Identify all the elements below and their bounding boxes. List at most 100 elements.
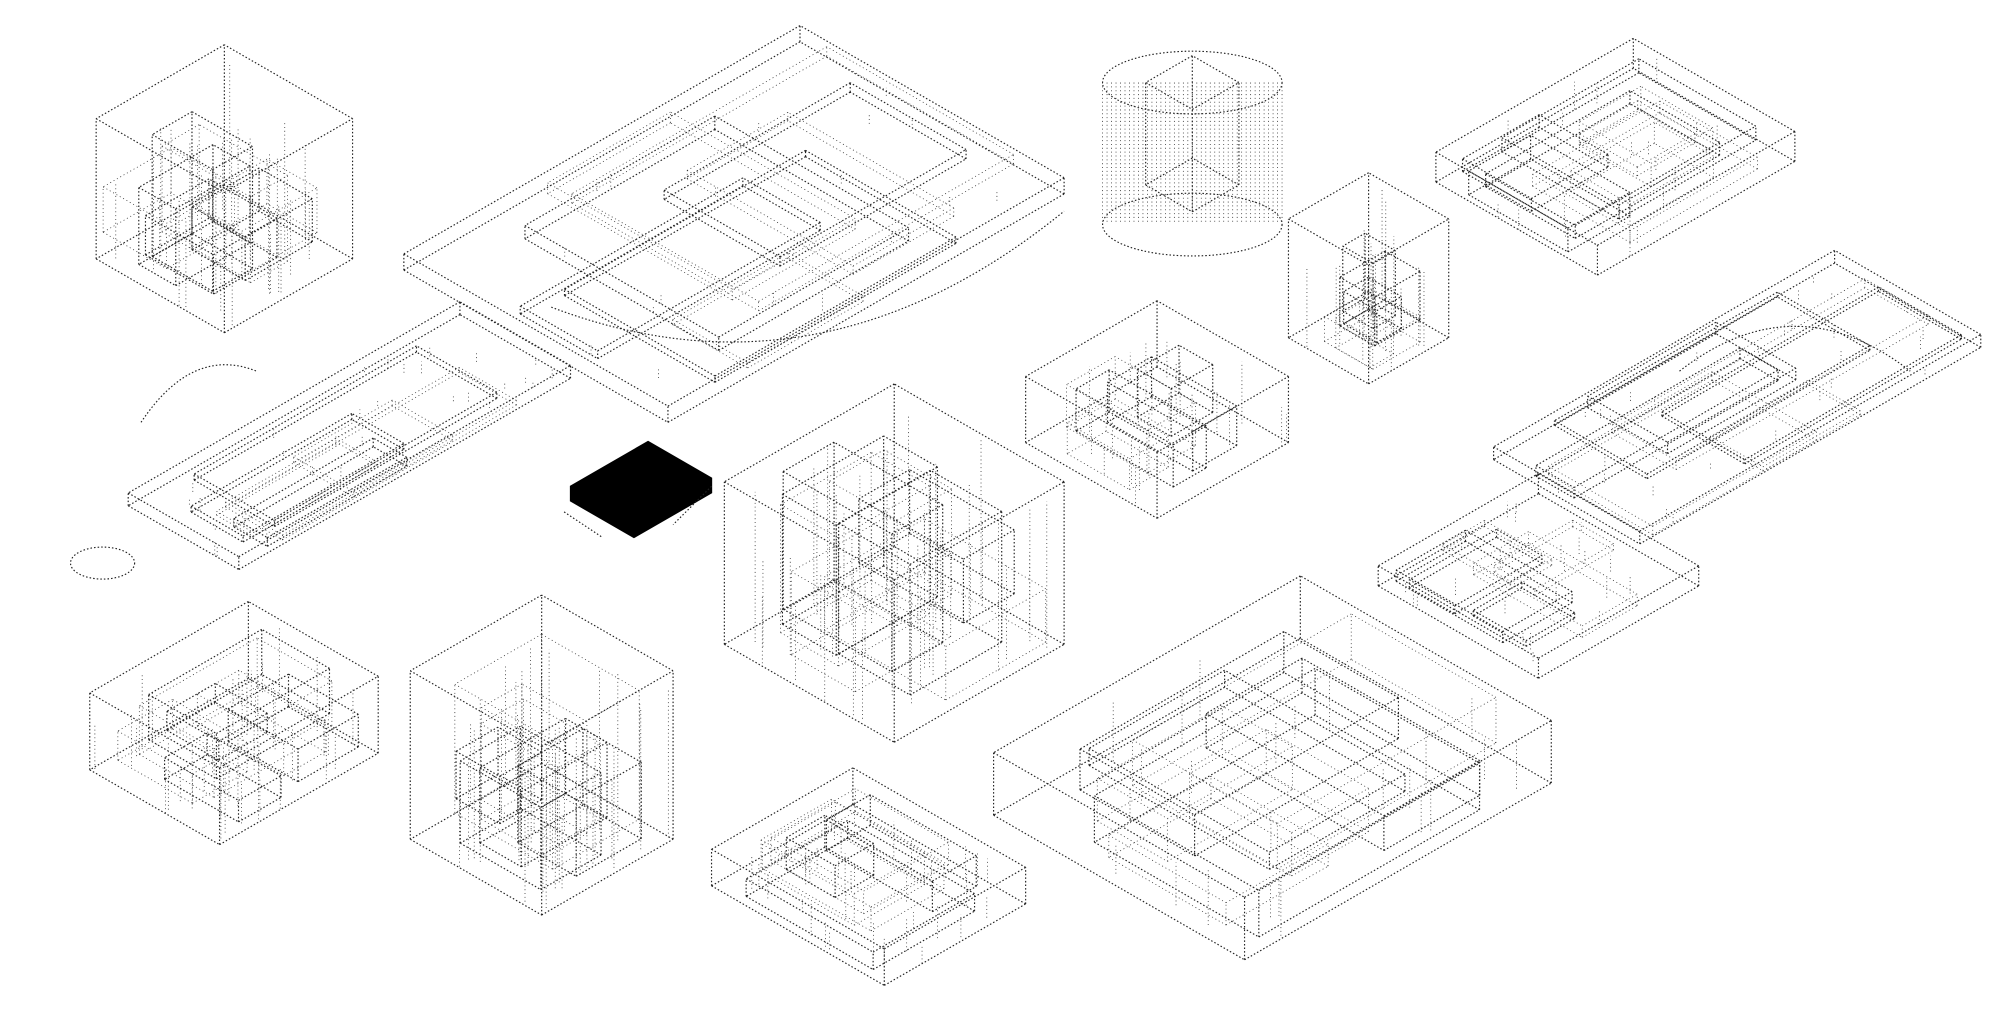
wireframe-box bbox=[519, 177, 821, 360]
wireframe-box bbox=[825, 794, 977, 913]
wireframe-box bbox=[1395, 529, 1573, 644]
wireframe-box bbox=[710, 767, 1027, 986]
wireframe-box bbox=[117, 699, 248, 804]
wireframe-box bbox=[1493, 249, 1982, 545]
wireframe-box bbox=[760, 798, 925, 926]
wireframe-box bbox=[1377, 473, 1700, 679]
wireframe-box bbox=[1205, 657, 1481, 851]
building-bottom-second bbox=[409, 594, 674, 916]
wireframe-box bbox=[1532, 100, 1758, 243]
wireframe-box bbox=[196, 669, 326, 777]
building-long-bar bbox=[69, 301, 572, 580]
structural-columns bbox=[115, 64, 310, 326]
wireframe-box bbox=[672, 252, 864, 369]
wireframe-box bbox=[823, 518, 1047, 701]
wireframe-box bbox=[1442, 520, 1553, 590]
structural-columns bbox=[754, 415, 1048, 719]
wireframe-box bbox=[225, 367, 517, 541]
wireframe-box bbox=[1324, 288, 1421, 370]
wireframe-box bbox=[455, 726, 543, 825]
wireframe-box bbox=[151, 111, 254, 292]
wireframe-box bbox=[1473, 531, 1638, 638]
wireframe-box bbox=[1145, 55, 1240, 213]
wireframe-box bbox=[1472, 581, 1576, 647]
wireframe-box bbox=[479, 717, 608, 868]
cylinder-base bbox=[1101, 192, 1283, 257]
wireframe-box bbox=[563, 149, 957, 383]
structural-columns bbox=[751, 796, 988, 971]
wireframe-box bbox=[1553, 291, 1871, 480]
curved-wall bbox=[551, 210, 1065, 343]
building-tall-center bbox=[723, 383, 1065, 743]
wireframe-box bbox=[1461, 114, 1609, 212]
wireframe-box bbox=[723, 383, 1065, 743]
building-gabled-house bbox=[1025, 300, 1290, 519]
wireframe-box bbox=[293, 399, 453, 498]
solid-massing bbox=[569, 440, 713, 539]
wireframe-box bbox=[1066, 400, 1169, 490]
wireframe-box bbox=[89, 600, 379, 846]
wireframe-box bbox=[1408, 528, 1543, 615]
structural-columns bbox=[459, 647, 669, 908]
wireframe-box bbox=[571, 46, 1014, 312]
wireframe-box bbox=[858, 469, 1015, 624]
wireframe-box bbox=[193, 345, 498, 527]
building-tower-top-left bbox=[95, 44, 354, 334]
structural-columns bbox=[1089, 341, 1287, 504]
wireframe-box bbox=[781, 435, 939, 656]
wireframe-box bbox=[1096, 705, 1293, 862]
building-flat-courtyard bbox=[993, 575, 1552, 961]
wireframe-box bbox=[102, 147, 235, 270]
wireframe-box bbox=[138, 144, 251, 287]
wireframe-box bbox=[517, 728, 642, 877]
building-right-mid bbox=[1377, 473, 1700, 679]
building-slim-tower bbox=[1287, 172, 1450, 385]
curved-wall bbox=[140, 364, 257, 423]
curved-wall bbox=[1679, 325, 1911, 372]
structural-columns bbox=[1558, 276, 1926, 523]
wireframe-box bbox=[127, 301, 572, 570]
wireframe-box bbox=[1501, 58, 1757, 220]
wireframe-box bbox=[1025, 300, 1290, 519]
wireframe-box bbox=[1468, 134, 1631, 253]
wireframe-box bbox=[1287, 172, 1450, 385]
wireframe-box bbox=[138, 637, 333, 798]
wireframe-box bbox=[1106, 356, 1238, 472]
wireframe-box bbox=[409, 594, 674, 916]
wireframe-box bbox=[1485, 90, 1721, 239]
structural-columns bbox=[1112, 658, 1517, 936]
wireframe-box bbox=[191, 158, 318, 277]
building-right-curved bbox=[1493, 249, 1982, 545]
wireframe-box bbox=[663, 82, 967, 267]
wireframe-box bbox=[481, 683, 588, 858]
structural-columns bbox=[188, 345, 553, 556]
wireframe-box bbox=[1066, 356, 1196, 474]
wireframe-box bbox=[1189, 729, 1369, 877]
wireframe-box bbox=[1343, 276, 1402, 344]
wireframe-box bbox=[761, 801, 945, 932]
wireframe-box bbox=[1335, 303, 1394, 368]
structural-columns bbox=[564, 87, 998, 379]
building-bottom-center bbox=[710, 767, 1027, 986]
wireframe-box bbox=[1093, 668, 1481, 938]
structural-columns bbox=[1405, 501, 1631, 662]
wireframe-box bbox=[454, 633, 640, 870]
wireframe-box bbox=[1342, 232, 1396, 330]
wireframe-box bbox=[1493, 519, 1614, 596]
wireframe-box bbox=[1570, 121, 1714, 226]
structural-columns bbox=[94, 625, 354, 839]
wireframe-box bbox=[233, 437, 408, 547]
stair-railing bbox=[563, 485, 712, 538]
structural-columns bbox=[1306, 188, 1425, 371]
wireframe-box bbox=[227, 673, 359, 783]
wireframe-box bbox=[785, 814, 875, 899]
wireframe-box bbox=[993, 575, 1552, 961]
wireframe-box bbox=[1088, 669, 1406, 870]
wireframe-box bbox=[1661, 286, 1962, 465]
wireframe-box bbox=[190, 412, 405, 543]
wireframe-box bbox=[1136, 344, 1214, 437]
wireframe-box bbox=[166, 682, 268, 761]
wireframe-box bbox=[1578, 86, 1714, 187]
building-cylinder bbox=[1101, 50, 1283, 257]
